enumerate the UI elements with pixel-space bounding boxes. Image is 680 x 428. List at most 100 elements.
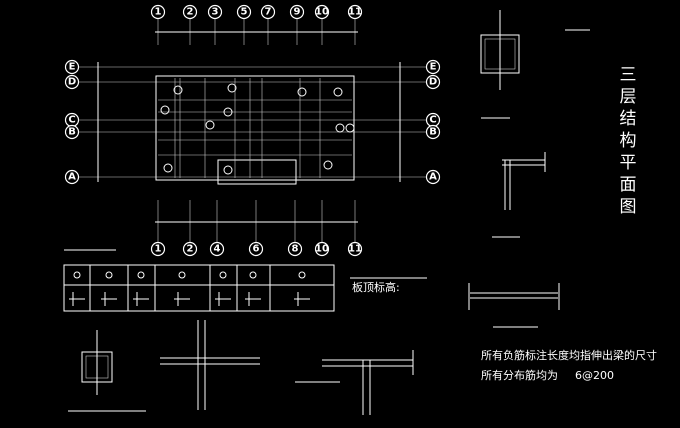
axis-right-A: A xyxy=(425,169,441,185)
detail-drawings xyxy=(64,10,590,415)
axis-label: B xyxy=(429,127,437,138)
axis-label: 10 xyxy=(315,244,329,255)
axis-top-3: 3 xyxy=(207,4,223,20)
axis-label: E xyxy=(69,62,76,73)
column-mark xyxy=(223,107,233,117)
axis-bubble-circle xyxy=(209,241,225,257)
axis-label: 4 xyxy=(214,244,221,255)
column-mark xyxy=(333,87,343,97)
axis-bubble-circle xyxy=(182,241,198,257)
axis-label: 11 xyxy=(348,7,362,18)
slab-elevation-label: 板顶标高: xyxy=(352,280,400,294)
axis-label: 8 xyxy=(292,244,299,255)
axis-bubble-circle xyxy=(182,4,198,20)
axis-bubble-circle xyxy=(425,169,441,185)
axis-bottom-8: 8 xyxy=(287,241,303,257)
rebar-table xyxy=(63,264,335,312)
axis-bubble-circle xyxy=(64,124,80,140)
axis-bubble-circle xyxy=(425,124,441,140)
title-char: 图 xyxy=(620,197,637,217)
axis-label: D xyxy=(429,77,437,88)
axis-top-11: 11 xyxy=(347,4,363,20)
axis-bubble-circle xyxy=(314,241,330,257)
note-distribution-value: 6@200 xyxy=(575,369,614,382)
axis-left-C: C xyxy=(64,112,80,128)
axis-bubble-circle xyxy=(150,241,166,257)
axis-label: 10 xyxy=(315,7,329,18)
table-border xyxy=(63,264,335,312)
axis-label: C xyxy=(68,115,75,126)
axis-bubble-circle xyxy=(425,74,441,90)
column-mark xyxy=(163,163,173,173)
axis-label: D xyxy=(68,77,76,88)
column-mark xyxy=(227,83,237,93)
axis-top-5: 5 xyxy=(236,4,252,20)
axis-label: 1 xyxy=(155,7,162,18)
axis-right-C: C xyxy=(425,112,441,128)
column-mark xyxy=(173,85,183,95)
axis-bubble-circle xyxy=(64,74,80,90)
column-mark xyxy=(345,123,355,133)
axis-label: C xyxy=(429,115,436,126)
axis-bubble-circle xyxy=(64,59,80,75)
table-symbol xyxy=(105,271,113,279)
axis-label: A xyxy=(68,172,76,183)
table-symbol xyxy=(178,271,186,279)
axis-label: 5 xyxy=(241,7,248,18)
axis-label: 3 xyxy=(212,7,219,18)
axis-bottom-2: 2 xyxy=(182,241,198,257)
axis-bubble-circle xyxy=(64,169,80,185)
axis-right-D: D xyxy=(425,74,441,90)
note-distribution-rebar: 所有分布筋均为 xyxy=(481,368,558,382)
axis-bubble-circle xyxy=(289,4,305,20)
axis-bubble-circle xyxy=(347,4,363,20)
axis-bubble-circle xyxy=(314,4,330,20)
stair-opening xyxy=(217,159,297,185)
axis-bubble-circle xyxy=(425,59,441,75)
axis-bottom-1: 1 xyxy=(150,241,166,257)
axis-label: E xyxy=(430,62,437,73)
axis-left-B: B xyxy=(64,124,80,140)
axis-bubble-circle xyxy=(347,241,363,257)
title-char: 三 xyxy=(620,65,637,85)
title-char: 结 xyxy=(620,109,637,129)
axis-label: A xyxy=(429,172,437,183)
column-mark xyxy=(297,87,307,97)
axis-label: B xyxy=(68,127,76,138)
title-char: 平 xyxy=(620,153,637,173)
column-mark xyxy=(223,165,233,175)
axis-label: 2 xyxy=(187,244,194,255)
title-char: 层 xyxy=(620,87,637,107)
axis-label: 1 xyxy=(155,244,162,255)
note-negative-rebar: 所有负筋标注长度均指伸出梁的尺寸 xyxy=(481,348,657,362)
axis-bottom-11: 11 xyxy=(347,241,363,257)
axis-top-9: 9 xyxy=(289,4,305,20)
column-mark xyxy=(335,123,345,133)
axis-right-E: E xyxy=(425,59,441,75)
axis-bubble-circle xyxy=(236,4,252,20)
axis-label: 9 xyxy=(294,7,301,18)
axis-bubble-circle xyxy=(207,4,223,20)
axis-top-2: 2 xyxy=(182,4,198,20)
axis-label: 2 xyxy=(187,7,194,18)
table-symbol xyxy=(298,271,306,279)
axis-top-7: 7 xyxy=(260,4,276,20)
table-symbol xyxy=(73,271,81,279)
column-mark xyxy=(205,120,215,130)
axis-left-D: D xyxy=(64,74,80,90)
floor-plan xyxy=(79,19,426,242)
axis-left-A: A xyxy=(64,169,80,185)
axis-bottom-10: 10 xyxy=(314,241,330,257)
column-mark xyxy=(323,160,333,170)
axis-right-B: B xyxy=(425,124,441,140)
table-symbol xyxy=(249,271,257,279)
axis-bottom-6: 6 xyxy=(248,241,264,257)
axis-bubble-circle xyxy=(260,4,276,20)
axis-bubble-circle xyxy=(248,241,264,257)
table-symbol xyxy=(137,271,145,279)
axis-bottom-4: 4 xyxy=(209,241,225,257)
axis-label: 11 xyxy=(348,244,362,255)
